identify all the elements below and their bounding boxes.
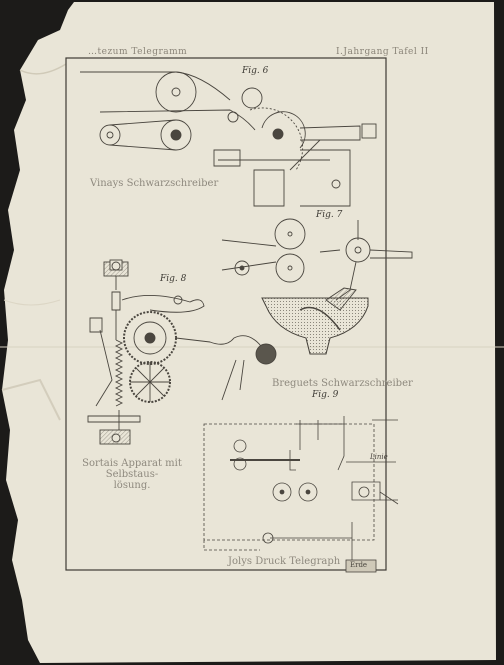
caption-sortais-line2: lösung. xyxy=(113,480,151,491)
fig6-label: Fig. 6 xyxy=(242,66,269,76)
fig8-label: Fig. 8 xyxy=(160,274,187,284)
caption-vinay: Vinays Schwarzschreiber xyxy=(90,178,219,189)
caption-sortais-line1: Sortais Apparat mit Selbstaus- xyxy=(82,458,182,480)
fig7-drawing xyxy=(221,218,413,355)
fig9-label: Fig. 9 xyxy=(312,390,339,400)
fig9-drawing xyxy=(203,416,399,573)
caption-sortais: Sortais Apparat mit Selbstaus- lösung. xyxy=(62,458,202,491)
fig7-label: Fig. 7 xyxy=(316,210,343,220)
fig6-drawing xyxy=(80,71,377,207)
caption-breguet: Breguets Schwarzschreiber xyxy=(272,378,413,389)
label-linie: Linie xyxy=(370,453,388,461)
paper xyxy=(2,2,496,663)
plate-header-left: …tezum Telegramm xyxy=(88,47,188,57)
label-erde: Erde xyxy=(350,561,368,569)
caption-jolys: Jolys Druck Telegraph xyxy=(228,556,341,567)
fig8-drawing xyxy=(87,259,277,445)
plate-header-right: I.Jahrgang Tafel II xyxy=(336,47,429,57)
